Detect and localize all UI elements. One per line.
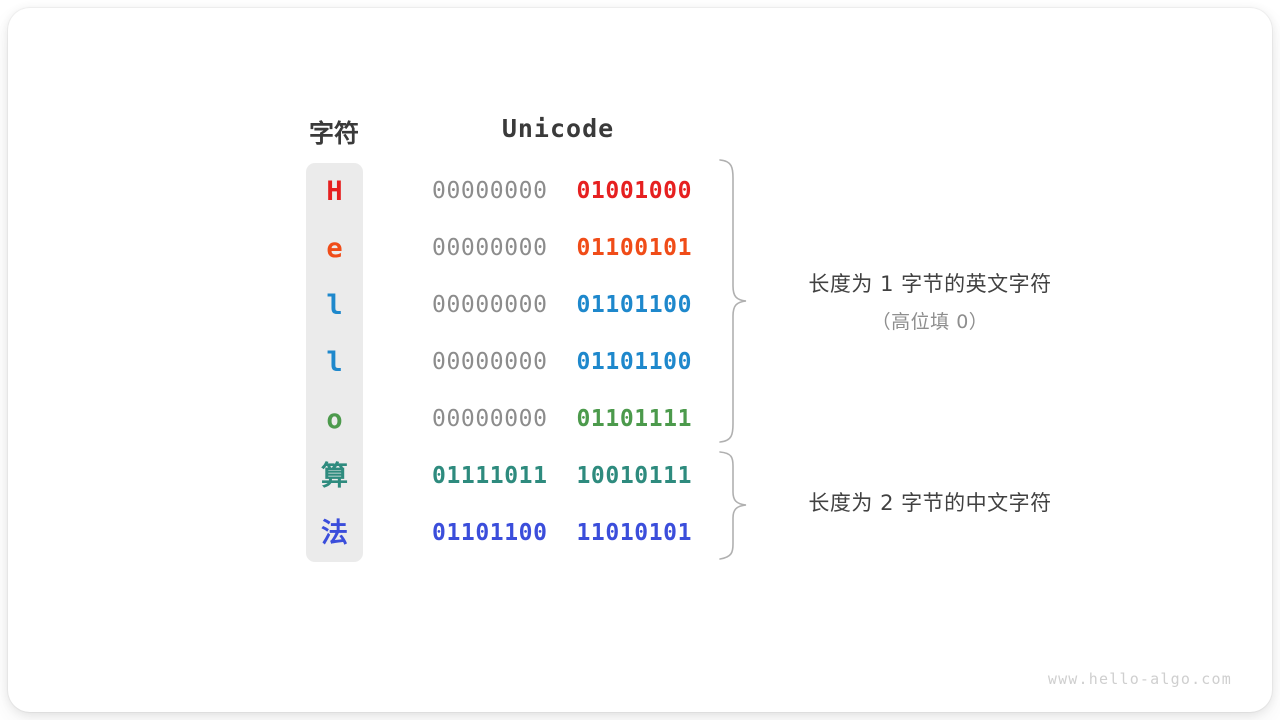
row-unicode-bits: 00000000 01101111 [432,391,726,448]
table-row: l 00000000 01101100 [306,334,726,391]
watermark: www.hello-algo.com [1047,670,1232,688]
column-header-character: 字符 [308,120,359,148]
annotation-single-byte-line2: （高位填 0） [871,311,989,333]
table-row: e 00000000 01100101 [306,220,726,277]
figure-card [8,8,1272,712]
annotation-double-byte-line1: 长度为 2 字节的中文字符 [808,491,1052,515]
row-unicode-bits: 00000000 01101100 [432,334,726,391]
row-low-byte: 01101100 [576,292,693,318]
row-unicode-bits: 01111011 10010111 [432,448,726,505]
row-high-byte: 00000000 [432,292,548,318]
row-character: 算 [321,461,348,492]
row-high-byte: 00000000 [432,178,548,204]
annotation-single-byte-line1: 长度为 1 字节的英文字符 [808,272,1052,296]
row-low-byte: 11010101 [576,520,693,546]
row-low-byte: 01001000 [576,178,693,204]
table-row: o 00000000 01101111 [306,391,726,448]
row-high-byte: 00000000 [432,406,548,432]
row-character: l [326,347,343,378]
row-high-byte: 00000000 [432,349,548,375]
annotation-double-byte: 长度为 2 字节的中文字符 [760,487,1100,517]
annotation-single-byte: 长度为 1 字节的英文字符 （高位填 0） [760,268,1100,334]
row-high-byte: 01101100 [432,520,548,546]
table-row: 算 01111011 10010111 [306,448,726,505]
table-row: 法 01101100 11010101 [306,505,726,562]
row-high-byte: 00000000 [432,235,548,261]
column-header-unicode: Unicode [501,114,615,143]
table-row: H 00000000 01001000 [306,163,726,220]
row-high-byte: 01111011 [432,463,548,489]
row-low-byte: 10010111 [576,463,693,489]
row-unicode-bits: 00000000 01001000 [432,163,726,220]
row-character: e [326,233,343,264]
row-unicode-bits: 00000000 01100101 [432,220,726,277]
row-character: 法 [321,518,348,549]
row-character: o [326,404,343,435]
row-low-byte: 01101100 [576,349,693,375]
table-row: l 00000000 01101100 [306,277,726,334]
character-column-panel [306,163,363,562]
row-unicode-bits: 00000000 01101100 [432,277,726,334]
row-low-byte: 01100101 [576,235,693,261]
row-character: H [326,176,343,207]
row-unicode-bits: 01101100 11010101 [432,505,726,562]
row-low-byte: 01101111 [576,406,693,432]
row-character: l [326,290,343,321]
